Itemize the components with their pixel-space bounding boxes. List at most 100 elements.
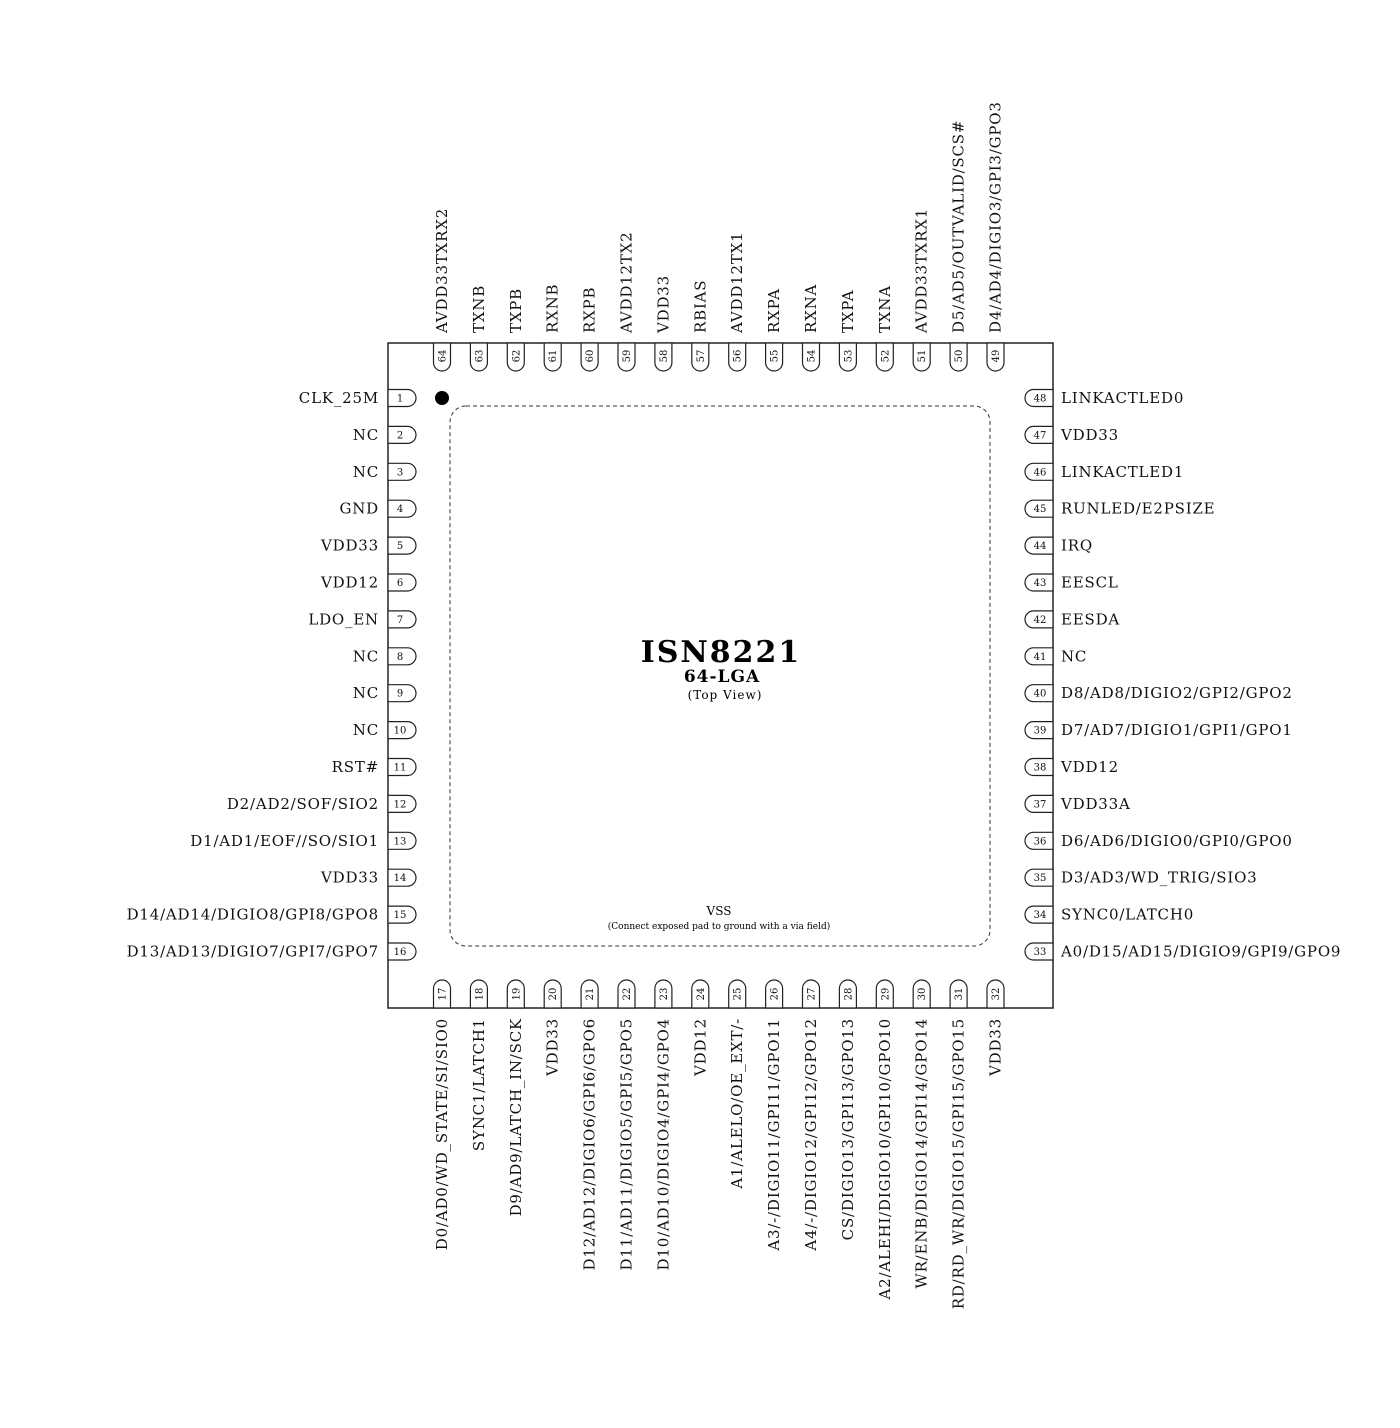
vss-pad-note: (Connect exposed pad to ground with a vi…	[608, 921, 831, 932]
pin-number-64: 64	[438, 350, 449, 363]
pin-pad-56	[728, 342, 747, 372]
pin-number-51: 51	[917, 350, 928, 363]
pin-number-49: 49	[991, 350, 1002, 363]
pin-label-48: LINKACTLED0	[1061, 389, 1184, 407]
pin-number-46: 46	[1034, 467, 1047, 478]
pin-label-59: AVDD12TX2	[618, 232, 636, 335]
pin-number-47: 47	[1034, 430, 1047, 441]
pin-pad-9	[387, 684, 417, 703]
pin-pad-21	[580, 979, 599, 1009]
pin-number-44: 44	[1034, 541, 1047, 552]
pin-number-11: 11	[394, 763, 407, 774]
pin-label-34: SYNC0/LATCH0	[1061, 906, 1194, 924]
pin-number-21: 21	[585, 988, 596, 1001]
pin-label-24: VDD12	[691, 1018, 709, 1077]
pin-number-26: 26	[770, 988, 781, 1001]
pin-number-4: 4	[397, 504, 403, 515]
pin-number-3: 3	[397, 467, 403, 478]
pin-46: 46 LINKACTLED1	[1024, 462, 1184, 481]
pin-pad-51	[912, 342, 931, 372]
pin-label-15: D14/AD14/DIGIO8/GPI8/GPO8	[127, 906, 379, 924]
pin-number-5: 5	[397, 541, 403, 552]
pin-label-8: NC	[353, 647, 379, 665]
pin-number-62: 62	[511, 350, 522, 363]
pin-pad-32	[986, 979, 1005, 1009]
pin-label-57: RBIAS	[691, 280, 709, 333]
pin-label-46: LINKACTLED1	[1061, 463, 1184, 481]
exposed-pad	[449, 405, 991, 947]
pin-number-55: 55	[770, 350, 781, 363]
pin-number-20: 20	[548, 988, 559, 1001]
pin-pad-46	[1024, 462, 1054, 481]
pin-pad-19	[506, 979, 525, 1009]
pin-number-41: 41	[1034, 652, 1047, 663]
pin-pad-3	[387, 462, 417, 481]
pin-pad-6	[387, 573, 417, 592]
pin-number-54: 54	[807, 350, 818, 363]
pin-number-33: 33	[1034, 947, 1047, 958]
pin-55: 55 RXPA	[765, 288, 784, 372]
pin-number-39: 39	[1034, 726, 1047, 737]
pin-pad-29	[875, 979, 894, 1009]
pin-number-53: 53	[843, 350, 854, 363]
pin-number-45: 45	[1034, 504, 1047, 515]
bottom-pins-group: 17D0/AD0/WD_STATE/SI/SIO018SYNC1/LATCH11…	[432, 979, 1005, 1309]
pin-label-43: EESCL	[1061, 574, 1119, 592]
pin-pad-31	[949, 979, 968, 1009]
pin-label-54: RXNA	[802, 284, 820, 333]
pin-label-9: NC	[353, 684, 379, 702]
pin-pad-55	[765, 342, 784, 372]
pin-pad-20	[543, 979, 562, 1009]
pin-label-31: RD/RD_WR/DIGIO15/GPI15/GPO15	[950, 1018, 968, 1309]
pin-8: 8NC	[353, 647, 417, 666]
pin-pad-52	[875, 342, 894, 372]
pin-label-49: D4/AD4/DIGIO3/GPI3/GPO3	[987, 101, 1005, 333]
pin-pad-23	[654, 979, 673, 1009]
package-outline	[387, 342, 1054, 1009]
pin-number-31: 31	[954, 988, 965, 1001]
pin-label-39: D7/AD7/DIGIO1/GPI1/GPO1	[1061, 721, 1293, 739]
pin-label-3: NC	[353, 463, 379, 481]
pin-number-43: 43	[1034, 578, 1047, 589]
pin-label-12: D2/AD2/SOF/SIO2	[227, 795, 379, 813]
pin-pad-41	[1024, 647, 1054, 666]
pin-9: 9NC	[353, 684, 417, 703]
pin-number-18: 18	[474, 988, 485, 1001]
pin-label-55: RXPA	[765, 288, 783, 333]
pin-pad-25	[728, 979, 747, 1009]
pin-pad-28	[838, 979, 857, 1009]
pin-number-15: 15	[394, 910, 407, 921]
pin-pad-63	[469, 342, 488, 372]
chip-view-label: (Top View)	[688, 688, 763, 702]
pin-number-24: 24	[696, 988, 707, 1001]
pin-label-38: VDD12	[1060, 758, 1119, 776]
pin-number-42: 42	[1034, 615, 1047, 626]
pin-number-61: 61	[548, 350, 559, 363]
pin-pad-57	[691, 342, 710, 372]
pin-39: 39 D7/AD7/DIGIO1/GPI1/GPO1	[1024, 721, 1293, 740]
pin-label-51: AVDD33TXRX1	[913, 208, 931, 334]
pin-label-52: TXNA	[876, 285, 894, 333]
pin-3: 3 NC	[353, 462, 417, 481]
